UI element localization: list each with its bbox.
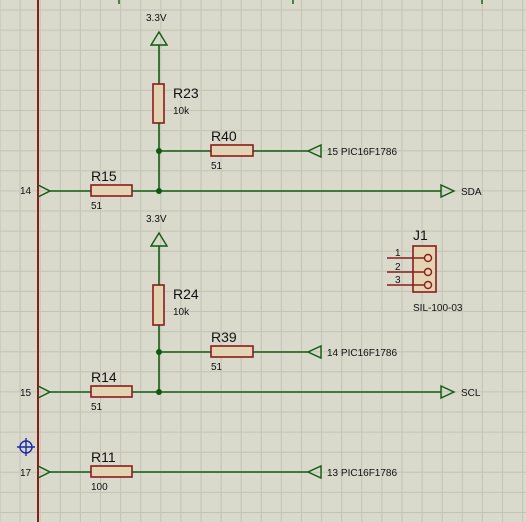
svg-text:R40: R40 (211, 128, 237, 144)
terminal-14-pic16f1786[interactable]: 14 PIC16F1786 (306, 344, 397, 360)
svg-text:SCL: SCL (461, 388, 481, 399)
svg-text:51: 51 (91, 402, 103, 413)
svg-text:1: 1 (395, 248, 401, 259)
svg-text:10k: 10k (173, 106, 190, 117)
power-3v3-bottom[interactable]: 3.3V (146, 214, 169, 247)
connector-j1[interactable]: J1 1 2 3 SIL-100-03 (387, 227, 463, 314)
svg-text:R24: R24 (173, 286, 199, 302)
resistor-r14[interactable]: R14 51 (90, 369, 133, 413)
svg-text:3: 3 (395, 275, 401, 286)
svg-text:14 PIC16F1786: 14 PIC16F1786 (327, 348, 397, 359)
terminal-13-pic16f1786[interactable]: 13 PIC16F1786 (306, 464, 397, 480)
terminal-15-pic16f1786[interactable]: 15 PIC16F1786 (306, 143, 397, 159)
svg-text:13 PIC16F1786: 13 PIC16F1786 (327, 468, 397, 479)
terminal-sda[interactable]: SDA (440, 183, 482, 199)
power-3v3-top[interactable]: 3.3V (146, 13, 169, 46)
junction-dot (156, 148, 162, 154)
svg-text:3.3V: 3.3V (146, 214, 167, 225)
junction-dot (156, 349, 162, 355)
svg-text:R23: R23 (173, 85, 199, 101)
svg-text:15 PIC16F1786: 15 PIC16F1786 (327, 147, 397, 158)
resistor-r15[interactable]: R15 51 (90, 168, 133, 212)
svg-text:10k: 10k (173, 307, 190, 318)
svg-text:J1: J1 (413, 227, 428, 243)
svg-text:2: 2 (395, 262, 401, 273)
crosshair-cursor-icon (17, 438, 35, 456)
svg-text:R14: R14 (91, 369, 117, 385)
resistor-r40[interactable]: R40 51 (210, 128, 254, 172)
resistor-r11[interactable]: R11 100 (90, 449, 133, 493)
svg-text:51: 51 (91, 201, 103, 212)
top-ticks (118, 0, 483, 4)
resistor-r39[interactable]: R39 51 (210, 329, 254, 373)
terminal-scl[interactable]: SCL (440, 384, 481, 400)
junction-dot (156, 389, 162, 395)
port-15[interactable]: 15 (20, 385, 52, 399)
svg-text:R15: R15 (91, 168, 117, 184)
svg-text:100: 100 (91, 482, 108, 493)
svg-text:15: 15 (20, 388, 32, 399)
svg-text:R11: R11 (91, 449, 116, 465)
resistor-r24[interactable]: R24 10k (152, 284, 199, 326)
svg-text:51: 51 (211, 362, 223, 373)
svg-text:14: 14 (20, 186, 32, 197)
svg-text:R39: R39 (211, 329, 237, 345)
svg-text:SIL-100-03: SIL-100-03 (413, 303, 463, 314)
junction-dot (156, 188, 162, 194)
svg-text:51: 51 (211, 161, 223, 172)
svg-text:SDA: SDA (461, 187, 482, 198)
svg-text:3.3V: 3.3V (146, 13, 167, 24)
svg-text:17: 17 (20, 468, 32, 479)
resistor-r23[interactable]: R23 10k (152, 83, 199, 124)
